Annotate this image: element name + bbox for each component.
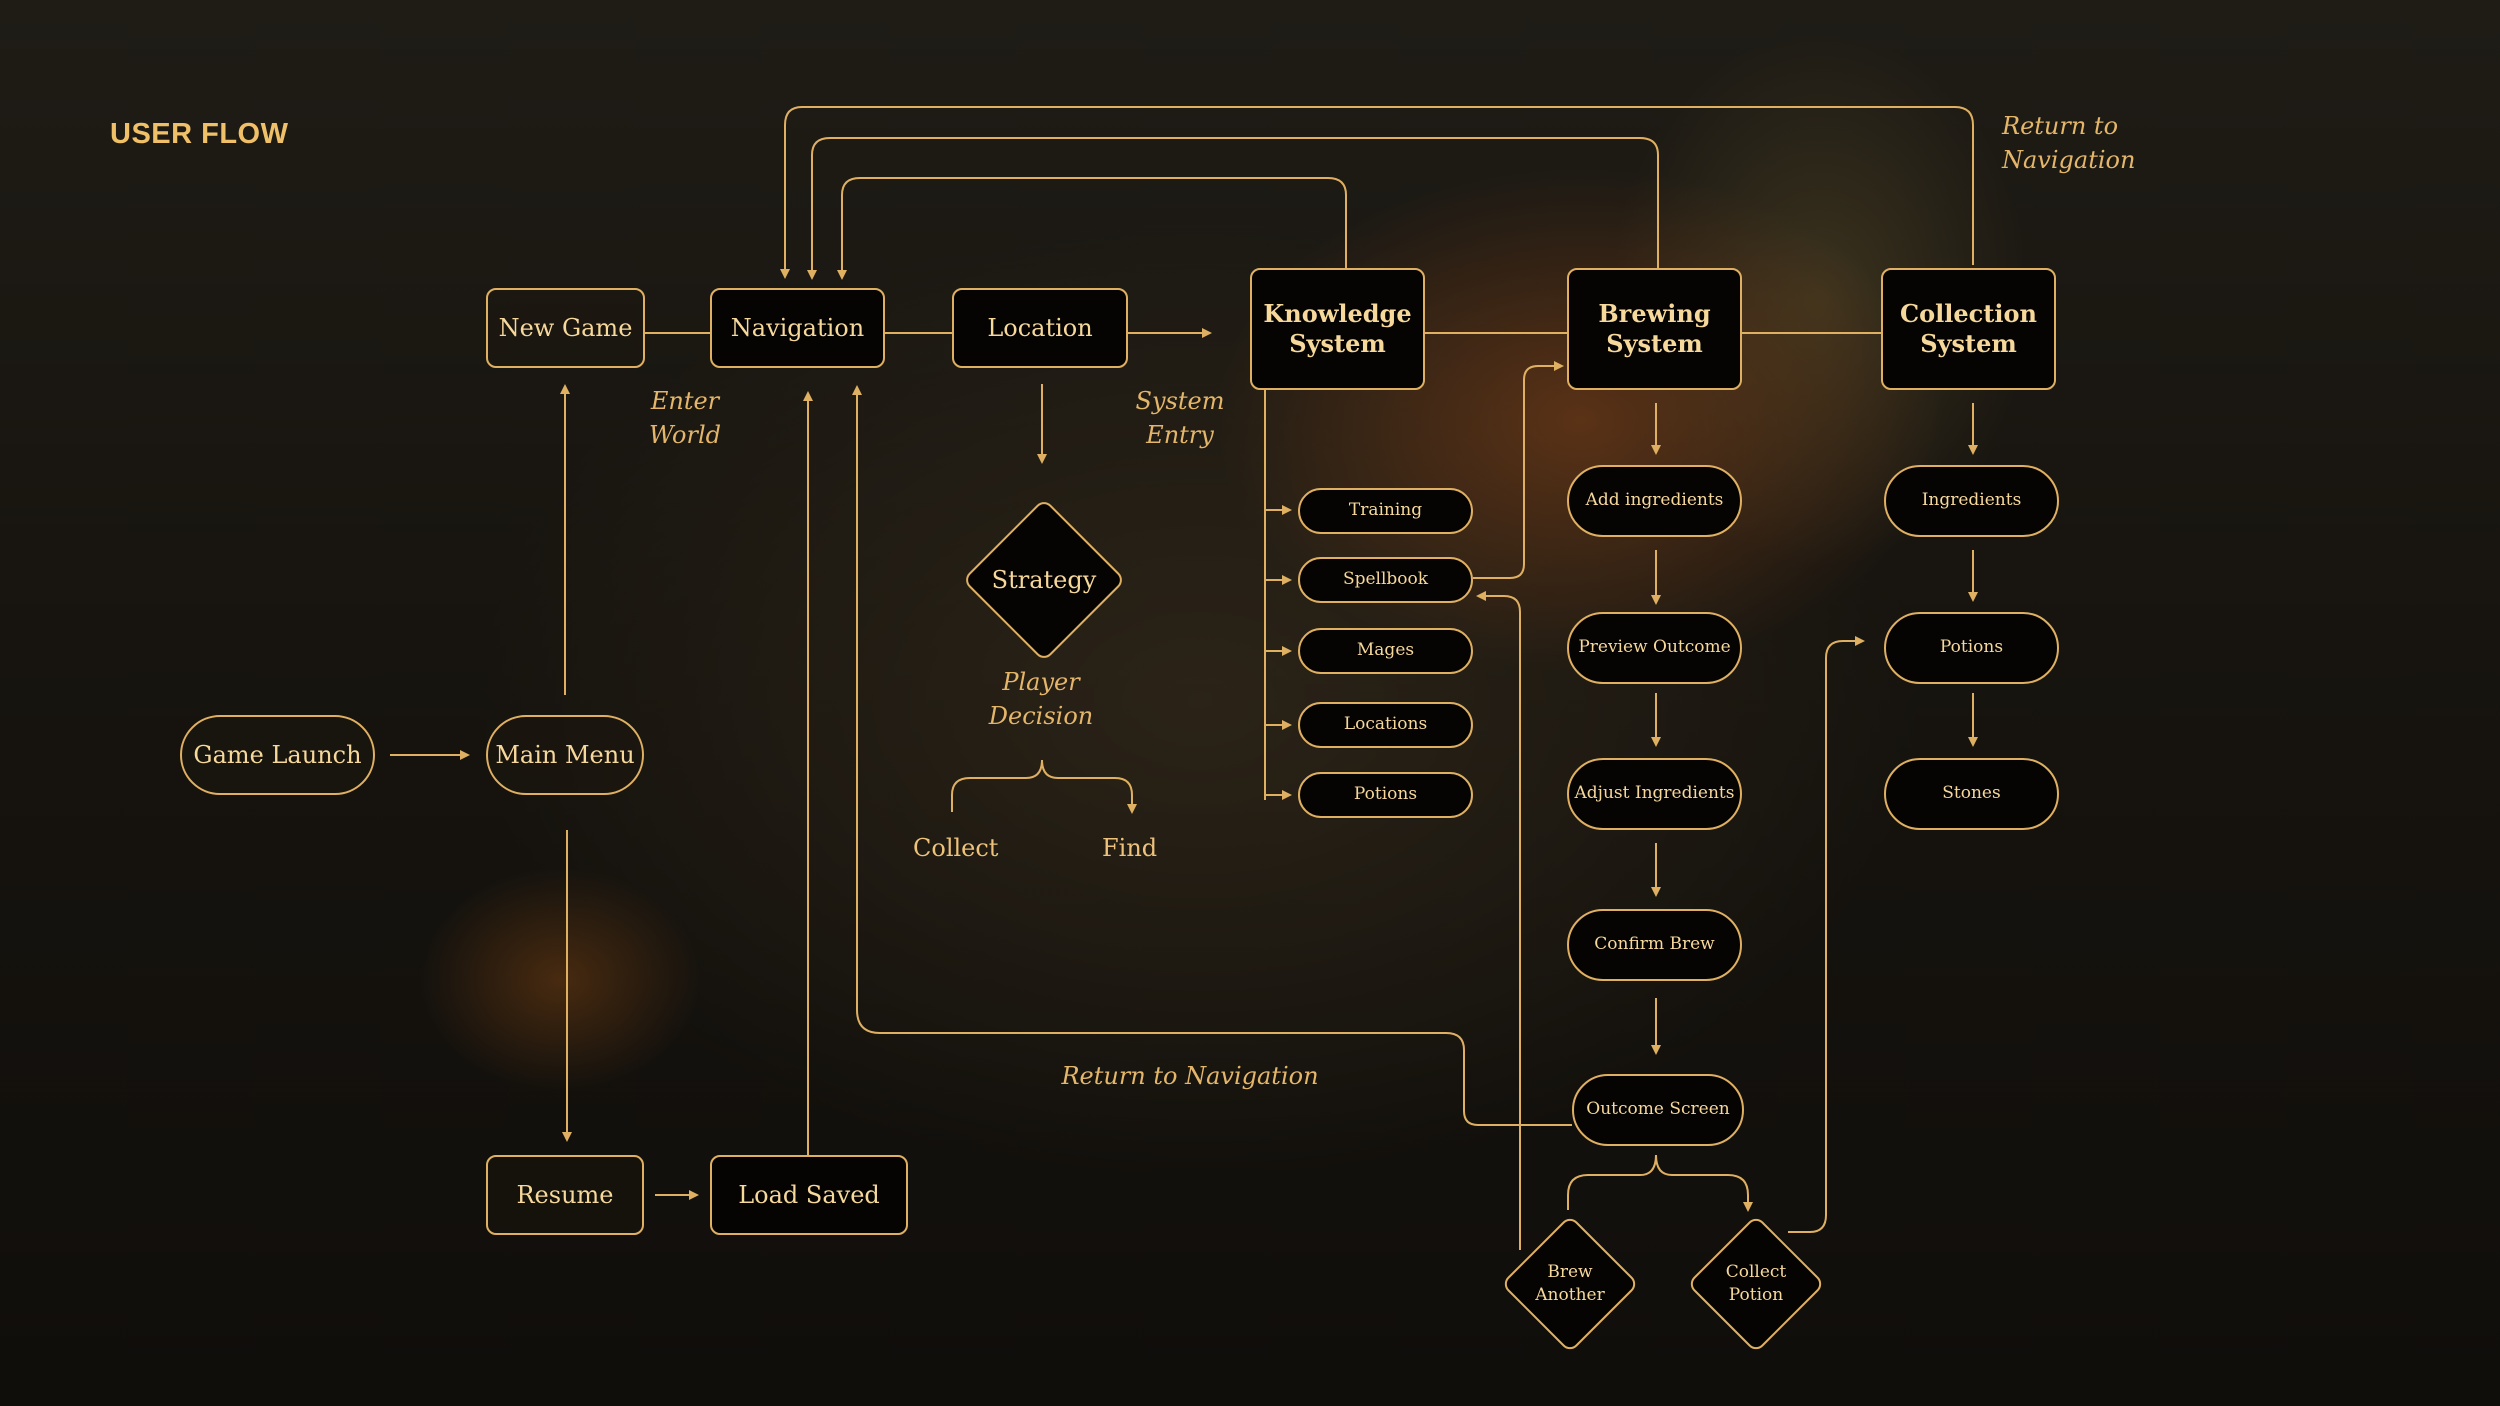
resume-node[interactable]: Resume — [486, 1155, 644, 1235]
training-node[interactable]: Training — [1298, 488, 1473, 534]
strategy-label: Strategy — [991, 565, 1097, 594]
brewing-system-node[interactable]: Brewing System — [1567, 268, 1742, 390]
navigation-node[interactable]: Navigation — [710, 288, 885, 368]
confirm-brew-node[interactable]: Confirm Brew — [1567, 909, 1742, 981]
return-navigation-top-label: Return to Navigation — [2002, 112, 2136, 174]
ingredients-node[interactable]: Ingredients — [1884, 465, 2059, 537]
brew-another-decision[interactable]: Brew Another — [1500, 1214, 1640, 1354]
potions-collection-node[interactable]: Potions — [1884, 612, 2059, 684]
collect-potion-decision[interactable]: Collect Potion — [1686, 1214, 1826, 1354]
return-navigation-bottom-label: Return to Navigation — [1061, 1062, 1319, 1090]
brew-another-label: Brew Another — [1535, 1262, 1605, 1305]
collect-potion-label: Collect Potion — [1725, 1262, 1787, 1305]
preview-outcome-node[interactable]: Preview Outcome — [1567, 612, 1742, 684]
player-decision-label: Player Decision — [988, 668, 1094, 730]
strategy-decision[interactable]: Strategy — [961, 497, 1127, 663]
spellbook-node[interactable]: Spellbook — [1298, 557, 1473, 603]
outcome-screen-node[interactable]: Outcome Screen — [1572, 1074, 1744, 1146]
main-menu-node[interactable]: Main Menu — [486, 715, 644, 795]
location-node[interactable]: Location — [952, 288, 1128, 368]
stones-node[interactable]: Stones — [1884, 758, 2059, 830]
locations-node[interactable]: Locations — [1298, 702, 1473, 748]
potions-knowledge-node[interactable]: Potions — [1298, 772, 1473, 818]
add-ingredients-node[interactable]: Add ingredients — [1567, 465, 1742, 537]
collection-system-node[interactable]: Collection System — [1881, 268, 2056, 390]
knowledge-system-node[interactable]: Knowledge System — [1250, 268, 1425, 390]
new-game-node[interactable]: New Game — [486, 288, 645, 368]
system-entry-label: System Entry — [1135, 387, 1225, 449]
collect-option-label: Collect — [913, 834, 999, 862]
enter-world-label: Enter World — [649, 387, 721, 449]
find-option-label: Find — [1102, 834, 1158, 862]
mages-node[interactable]: Mages — [1298, 628, 1473, 674]
load-saved-node[interactable]: Load Saved — [710, 1155, 908, 1235]
adjust-ingredients-node[interactable]: Adjust Ingredients — [1567, 758, 1742, 830]
game-launch-node[interactable]: Game Launch — [180, 715, 375, 795]
page-title: USER FLOW — [110, 118, 289, 150]
